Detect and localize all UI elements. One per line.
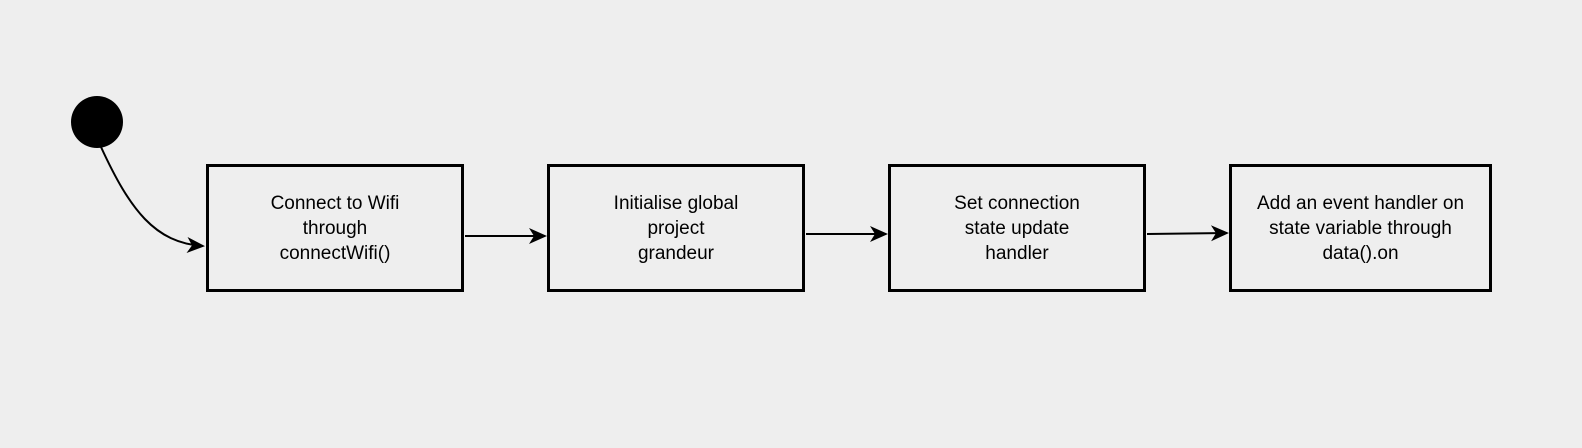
step-add-event-handler: Add an event handler on state variable t… [1229, 164, 1492, 292]
edge-set-handler-to-event-handler [1146, 225, 1229, 242]
step-initialise-project-label: Initialise global project grandeur [613, 192, 739, 264]
start-node [71, 96, 123, 148]
step-connect-wifi: Connect to Wifi through connectWifi() [206, 164, 464, 292]
step-connect-wifi-label: Connect to Wifi through connectWifi() [270, 192, 400, 264]
step-set-state-handler-label: Set connection state update handler [954, 192, 1080, 264]
step-initialise-project: Initialise global project grandeur [547, 164, 805, 292]
edge-start-to-connect-wifi [100, 146, 205, 253]
step-add-event-handler-label: Add an event handler on state variable t… [1256, 192, 1465, 264]
step-set-state-handler: Set connection state update handler [888, 164, 1146, 292]
